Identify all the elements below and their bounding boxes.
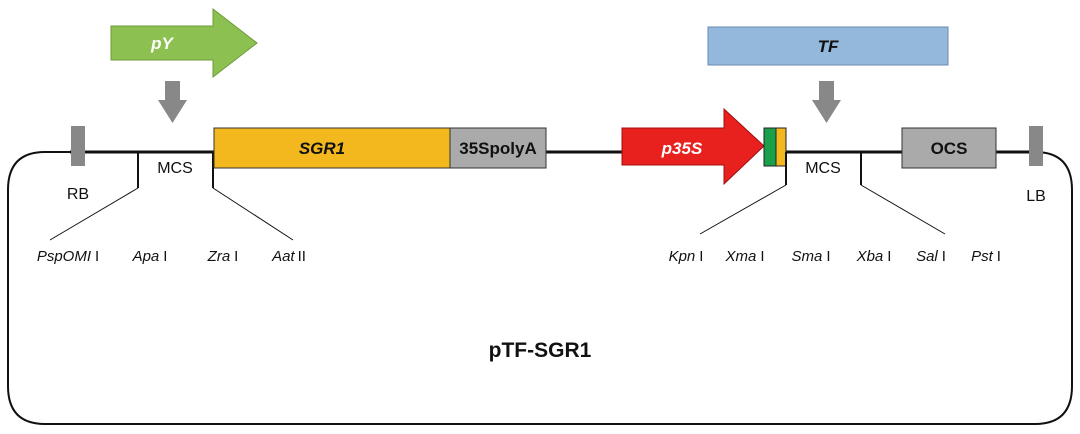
polya-label: 35SpolyA [459, 139, 536, 158]
p35s-label: p35S [661, 139, 703, 158]
sgr1-box [213, 127, 451, 169]
py-label: pY [150, 34, 174, 53]
polya-box [449, 127, 547, 169]
py-arrow [110, 7, 258, 79]
lb-label: LB [1026, 188, 1046, 205]
plasmid-backbone [7, 151, 1073, 425]
mcs-left-label: MCS [157, 160, 193, 177]
lb-border-box [1029, 126, 1043, 166]
py-down-arrow-icon [158, 81, 187, 123]
tag-green-box [763, 127, 777, 167]
rb-border-box [71, 126, 85, 166]
p35s-arrow [621, 107, 765, 186]
ocs-label: OCS [931, 139, 968, 158]
ocs-box [901, 127, 997, 169]
mcs-right-label: MCS [805, 160, 841, 177]
tf-down-arrow-icon [812, 81, 841, 123]
tf-label: TF [818, 37, 839, 56]
tf-box [707, 26, 949, 66]
plasmid-title: pTF-SGR1 [489, 339, 592, 362]
sgr1-label: SGR1 [299, 139, 345, 158]
tag-orange-box [775, 127, 787, 167]
rb-label: RB [67, 186, 89, 203]
